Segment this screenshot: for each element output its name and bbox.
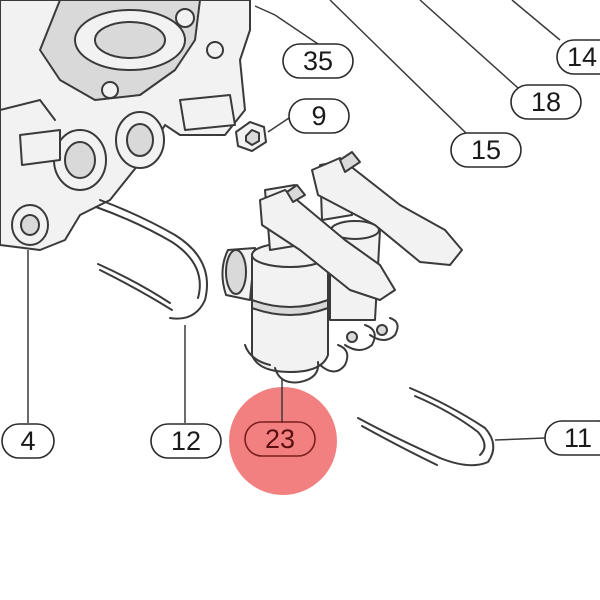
callout-11-label: 11 [564, 423, 592, 453]
callout-35: 35 [282, 43, 354, 79]
callout-15-label: 15 [471, 135, 501, 165]
callout-4-label: 4 [20, 426, 35, 456]
callout-12: 12 [150, 423, 222, 459]
hex-nut-part-9 [235, 121, 267, 152]
u-clip-part-11 [357, 387, 495, 467]
callout-23-label: 23 [265, 424, 295, 454]
callout-14: 14 [556, 39, 600, 75]
callout-15: 15 [450, 132, 522, 168]
callout-11: 11 [544, 420, 600, 456]
callout-14-label: 14 [567, 42, 597, 72]
pump-manifold [0, 0, 251, 251]
unloader-valve-part-23 [221, 151, 463, 384]
callout-12-label: 12 [171, 426, 201, 456]
callout-9-label: 9 [311, 101, 326, 131]
callout-18: 18 [510, 84, 582, 120]
highlight-circle [229, 387, 337, 495]
callout-18-label: 18 [531, 87, 561, 117]
u-clip-part-12 [95, 199, 208, 320]
callout-23: 23 [244, 421, 316, 457]
leader-lines [27, 0, 561, 441]
callout-35-label: 35 [303, 46, 333, 76]
callout-4: 4 [1, 423, 55, 459]
callout-9: 9 [288, 98, 350, 134]
